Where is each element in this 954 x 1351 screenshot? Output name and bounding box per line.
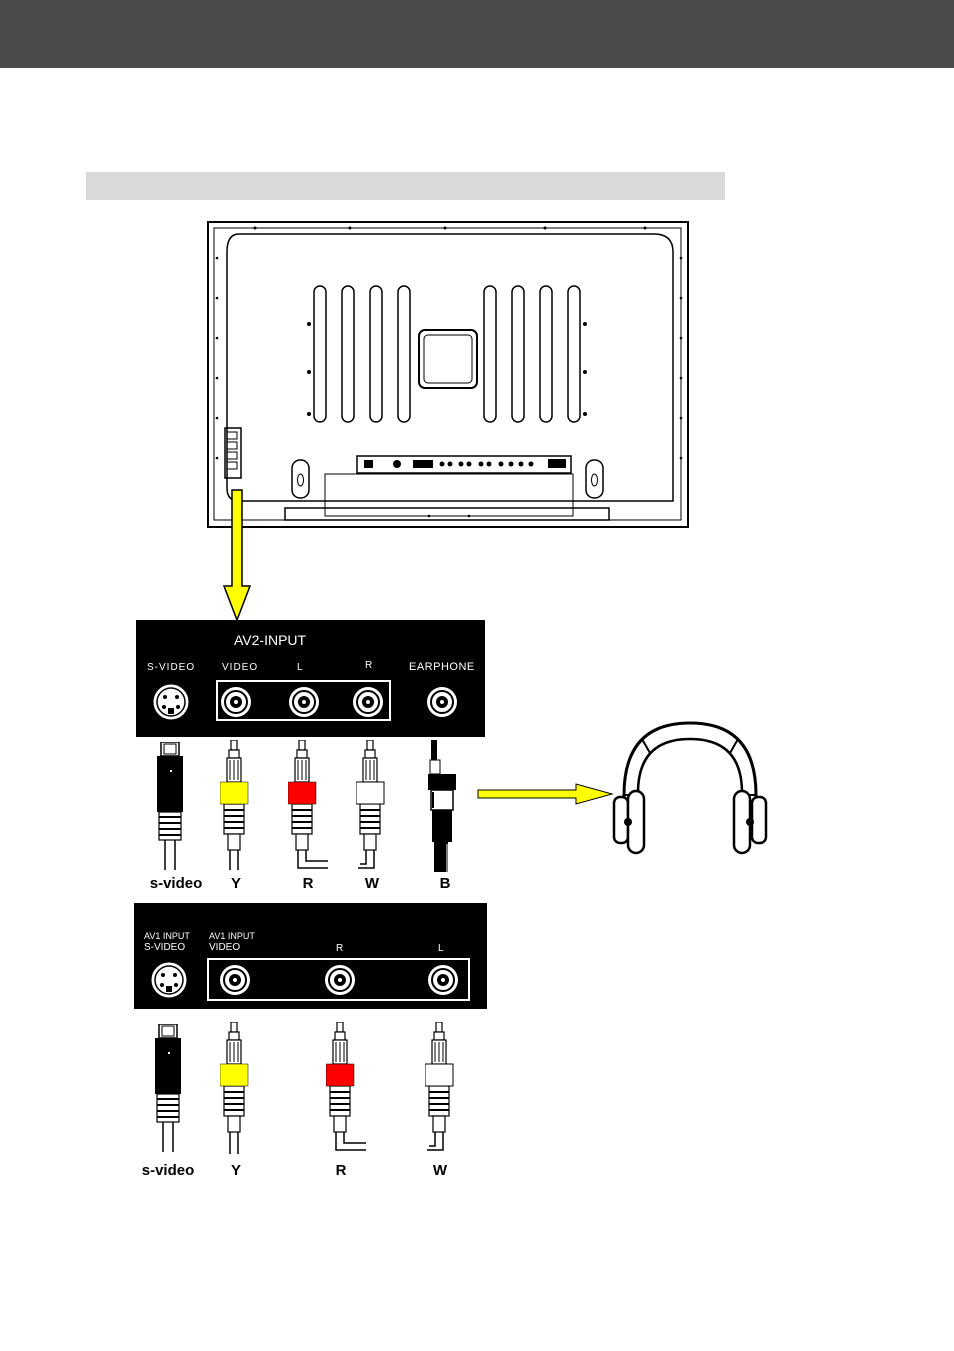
av2-right-label: R	[365, 660, 373, 671]
av1-y-cable	[220, 1022, 249, 1154]
right-arrow-icon	[477, 783, 614, 805]
av2-caption-w: W	[364, 875, 380, 892]
av1-svideo-cable	[154, 1024, 182, 1153]
av2-svideo-label: S-VIDEO	[147, 662, 196, 673]
av2-caption-svideo: s-video	[149, 875, 203, 892]
av1-w-cable	[425, 1022, 454, 1151]
av2-jacks	[152, 680, 457, 721]
av1-caption-svideo: s-video	[141, 1162, 195, 1179]
av1-input-panel: AV1 INPUT S-VIDEO AV1 INPUT VIDEO R L	[134, 903, 487, 1009]
av1-caption-y: Y	[230, 1162, 242, 1179]
av1-svideo-jack	[150, 961, 188, 999]
av2-y-cable	[220, 740, 249, 870]
av2-earphone-jack	[427, 687, 457, 717]
down-arrow-icon	[222, 489, 252, 623]
av1-video-jack	[220, 965, 250, 995]
header-bar	[0, 0, 954, 68]
av1-r-cable	[326, 1022, 366, 1151]
av1-jacks	[150, 958, 470, 1001]
av1-caption-r: R	[335, 1162, 347, 1179]
section-heading-bar	[86, 172, 725, 200]
av2-right-jack	[353, 687, 383, 717]
av2-left-jack	[289, 687, 319, 717]
av2-svideo-cable	[156, 742, 184, 871]
av1-caption-w: W	[432, 1162, 448, 1179]
av1-right-jack	[325, 965, 355, 995]
av2-svideo-jack	[152, 683, 190, 721]
av2-video-label: VIDEO	[222, 662, 259, 673]
av2-caption-y: Y	[230, 875, 242, 892]
av2-caption-b: B	[439, 875, 451, 892]
av2-left-label: L	[297, 662, 303, 673]
tv-rear-view	[207, 221, 689, 528]
av1-video-label: VIDEO	[209, 942, 241, 953]
av2-caption-r: R	[302, 875, 314, 892]
av1-svideo-label: S-VIDEO	[144, 942, 186, 953]
av2-earphone-label: EARPHONE	[409, 661, 475, 673]
av1-right-label: R	[336, 943, 344, 954]
av2-video-jack	[221, 687, 251, 717]
av1-left-jack	[428, 965, 458, 995]
av2-panel-title: AV2-INPUT	[234, 632, 307, 648]
av2-w-cable	[356, 740, 385, 869]
av2-r-cable	[288, 740, 328, 869]
av1-svideo-top-label: AV1 INPUT	[144, 931, 190, 941]
headphones-icon	[612, 721, 768, 855]
av1-left-label: L	[438, 943, 444, 954]
av1-video-top-label: AV1 INPUT	[209, 931, 255, 941]
av2-input-panel: AV2-INPUT S-VIDEO VIDEO L R EARPHONE	[136, 620, 485, 737]
av2-earphone-cable	[428, 740, 456, 872]
